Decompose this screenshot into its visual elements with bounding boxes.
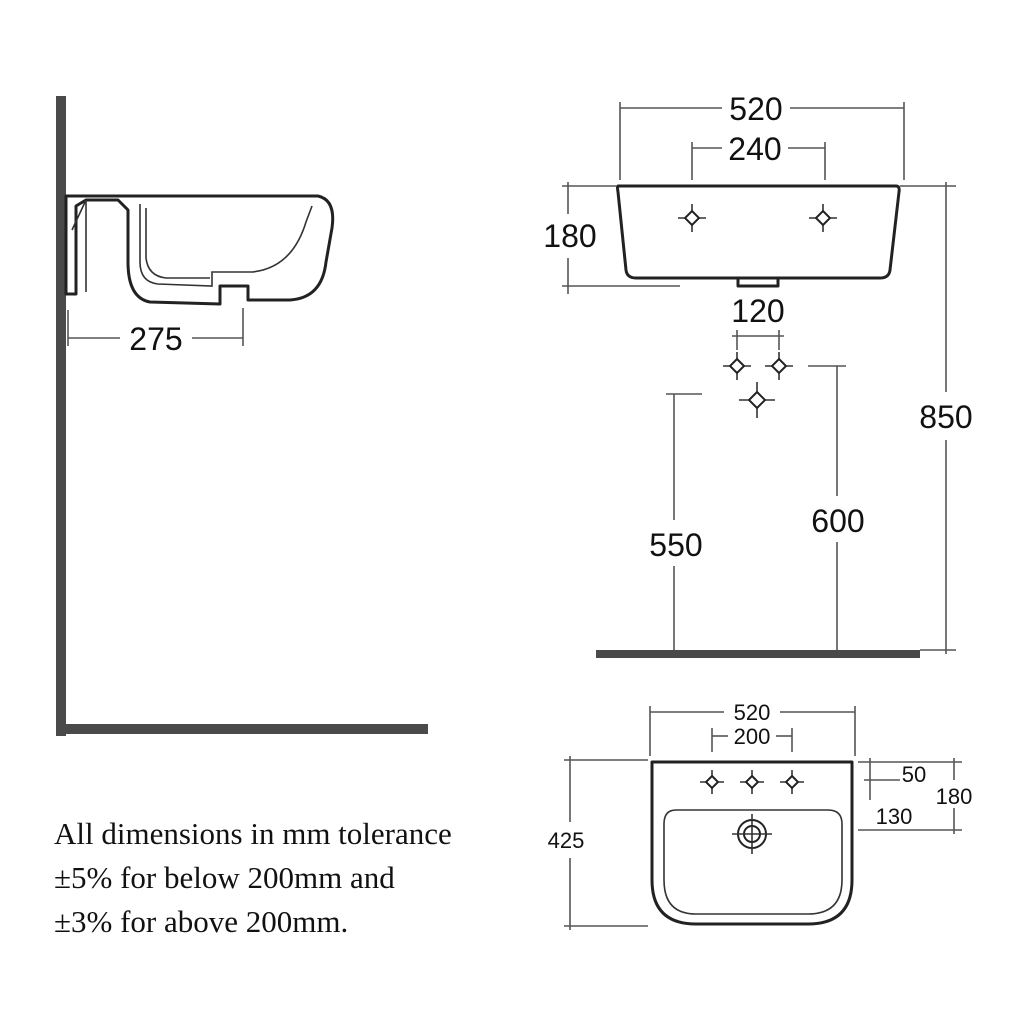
waste-outlet	[736, 276, 780, 288]
dim-200-label: 200	[734, 724, 771, 749]
supply-right-icon	[765, 352, 793, 380]
wall-vertical	[56, 96, 66, 736]
tap-hole-top-left-icon	[700, 770, 724, 794]
tolerance-note-line-1: All dimensions in mm tolerance	[54, 816, 452, 851]
waste-outlet-icon	[739, 382, 775, 418]
tap-hole-right-icon	[809, 204, 837, 232]
dim-520-top-label: 520	[734, 700, 771, 725]
tap-hole-top-right-icon	[780, 770, 804, 794]
basin-side-inner-2	[145, 208, 210, 279]
basin-front-outline	[616, 184, 901, 280]
dim-275-label: 275	[129, 321, 182, 357]
dim-425-label: 425	[548, 828, 585, 853]
basin-top-bowl	[663, 809, 843, 915]
dim-550-label: 550	[649, 527, 702, 563]
basin-side-bracket	[71, 199, 87, 292]
tolerance-note: All dimensions in mm tolerance ±5% for b…	[54, 812, 534, 944]
dim-120-label: 120	[731, 293, 784, 329]
dim-600-label: 600	[811, 503, 864, 539]
side-view: 275	[56, 96, 428, 736]
dim-180-top-label: 180	[936, 784, 973, 809]
dim-180-front-label: 180	[543, 218, 596, 254]
front-view: 520 240 180 120	[543, 91, 973, 658]
dim-240-label: 240	[728, 131, 781, 167]
dim-130-label: 130	[876, 804, 913, 829]
dim-50-label: 50	[902, 762, 926, 787]
front-floor	[596, 650, 920, 658]
basin-side-outline	[64, 194, 335, 306]
supply-left-icon	[723, 352, 751, 380]
top-view: 520 200 425 50 130 180	[548, 700, 973, 930]
tolerance-note-line-2: ±5% for below 200mm and	[54, 860, 395, 895]
tap-hole-left-icon	[678, 204, 706, 232]
tap-hole-top-centre-icon	[740, 770, 764, 794]
dim-520-front-label: 520	[729, 91, 782, 127]
floor-horizontal	[56, 724, 428, 734]
basin-side-inner	[139, 204, 313, 287]
waste-top-icon	[732, 814, 772, 854]
dim-850-label: 850	[919, 399, 972, 435]
tolerance-note-line-3: ±3% for above 200mm.	[54, 904, 349, 939]
